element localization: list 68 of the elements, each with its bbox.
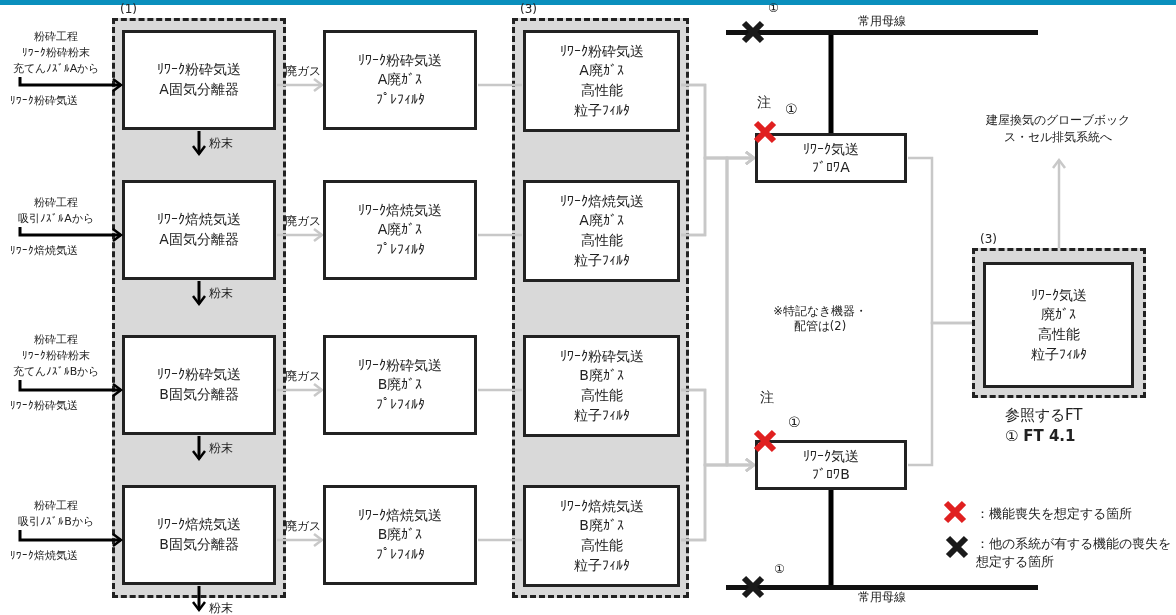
edge-label: 粉末 — [209, 286, 233, 302]
source-text: 粉砕工程 ﾘﾜｰｸ粉砕粉末 充てんﾉｽﾞﾙBから — [0, 325, 112, 380]
note-mark: ① — [785, 100, 798, 119]
note-mark: ① — [774, 562, 785, 578]
connector-line — [828, 490, 834, 585]
connector-line — [828, 35, 834, 133]
process-box: ﾘﾜｰｸ気送 廃ｶﾞｽ 高性能 粒子ﾌｨﾙﾀ — [983, 262, 1134, 388]
arrow — [191, 281, 207, 306]
source-text: 粉砕工程 吸引ﾉｽﾞﾙBから — [0, 495, 112, 530]
connector-line — [478, 233, 522, 237]
arrow — [277, 227, 324, 243]
bus-bar: 常用母線 — [726, 585, 1038, 606]
arrow — [277, 382, 324, 398]
edge-label: 廃ガス — [285, 369, 321, 385]
arrow — [277, 77, 324, 93]
arrow — [18, 530, 123, 548]
edge-label: 廃ガス — [285, 519, 321, 535]
process-box: ﾘﾜｰｸ気送 ﾌﾞﾛﾜA — [755, 133, 907, 183]
destination-text: 建屋換気のグローブボックス・セル排気系統へ — [985, 100, 1131, 158]
group-title: (3) — [520, 2, 537, 16]
note-mark: ① — [768, 1, 779, 17]
edge-label: 粉末 — [209, 441, 233, 457]
arrow — [191, 436, 207, 461]
connector-line — [478, 83, 522, 87]
process-box: ﾘﾜｰｸ焙焼気送 B固気分離器 — [122, 485, 276, 585]
connector-line — [908, 321, 972, 467]
edge-label: 廃ガス — [285, 214, 321, 230]
arrow — [1051, 158, 1067, 248]
source-text: 粉砕工程 ﾘﾜｰｸ粉砕粉末 充てんﾉｽﾞﾙAから — [0, 22, 112, 77]
arrow — [18, 380, 123, 398]
edge-label: ﾘﾜｰｸ粉砕気送 — [10, 399, 78, 414]
edge-label: ﾘﾜｰｸ焙焼気送 — [10, 549, 78, 564]
process-box: ﾘﾜｰｸ焙焼気送 B廃ｶﾞｽ ﾌﾟﾚﾌｨﾙﾀ — [323, 485, 477, 585]
process-box: ﾘﾜｰｸ粉砕気送 A固気分離器 — [122, 30, 276, 130]
edge-label: ﾘﾜｰｸ粉砕気送 — [10, 94, 78, 109]
note-mark: 注 — [760, 388, 774, 407]
edge-label: ﾘﾜｰｸ焙焼気送 — [10, 244, 78, 259]
group-title: (1) — [120, 2, 137, 16]
source-text: 粉砕工程 吸引ﾉｽﾞﾙAから — [0, 192, 112, 227]
connector-line — [478, 538, 522, 542]
process-box: ﾘﾜｰｸ粉砕気送 B廃ｶﾞｽ 高性能 粒子ﾌｨﾙﾀ — [523, 335, 680, 437]
process-box: ﾘﾜｰｸ粉砕気送 B廃ｶﾞｽ ﾌﾟﾚﾌｨﾙﾀ — [323, 335, 477, 435]
process-box: ﾘﾜｰｸ焙焼気送 A固気分離器 — [122, 180, 276, 280]
process-box: ﾘﾜｰｸ焙焼気送 A廃ｶﾞｽ ﾌﾟﾚﾌｨﾙﾀ — [323, 180, 477, 280]
process-box: ﾘﾜｰｸ粉砕気送 A廃ｶﾞｽ 高性能 粒子ﾌｨﾙﾀ — [523, 30, 680, 132]
note-mark: ① — [788, 413, 801, 432]
edge-label: 粉末 — [209, 601, 233, 615]
process-box: ﾘﾜｰｸ粉砕気送 A廃ｶﾞｽ ﾌﾟﾚﾌｨﾙﾀ — [323, 30, 477, 130]
edge-label: 粉末 — [209, 136, 233, 152]
note-mark: 注 — [757, 93, 771, 112]
arrow — [277, 532, 324, 548]
arrow — [18, 77, 123, 93]
process-box: ﾘﾜｰｸ気送 ﾌﾞﾛﾜB — [755, 440, 907, 490]
bus-bar: 常用母線 — [726, 14, 1038, 35]
process-box: ﾘﾜｰｸ焙焼気送 B廃ｶﾞｽ 高性能 粒子ﾌｨﾙﾀ — [523, 485, 680, 587]
connector-line — [478, 388, 522, 392]
note-text: ① FT 4.1 — [1005, 427, 1077, 447]
arrow — [191, 131, 207, 156]
process-box: ﾘﾜｰｸ焙焼気送 A廃ｶﾞｽ 高性能 粒子ﾌｨﾙﾀ — [523, 180, 680, 282]
group-title: (3) — [980, 232, 997, 246]
note-text: 参照するFT — [1005, 406, 1084, 426]
arrow — [191, 586, 207, 612]
legend-text: ：機能喪失を想定する箇所 — [976, 505, 1133, 523]
legend-text: ：他の系統が有する機能の喪失を想定する箇所 — [976, 535, 1172, 570]
arrow — [18, 227, 123, 243]
note-text: ※特記なき機器・配管は(2) — [772, 304, 868, 334]
edge-label: 廃ガス — [285, 64, 321, 80]
process-box: ﾘﾜｰｸ粉砕気送 B固気分離器 — [122, 335, 276, 435]
